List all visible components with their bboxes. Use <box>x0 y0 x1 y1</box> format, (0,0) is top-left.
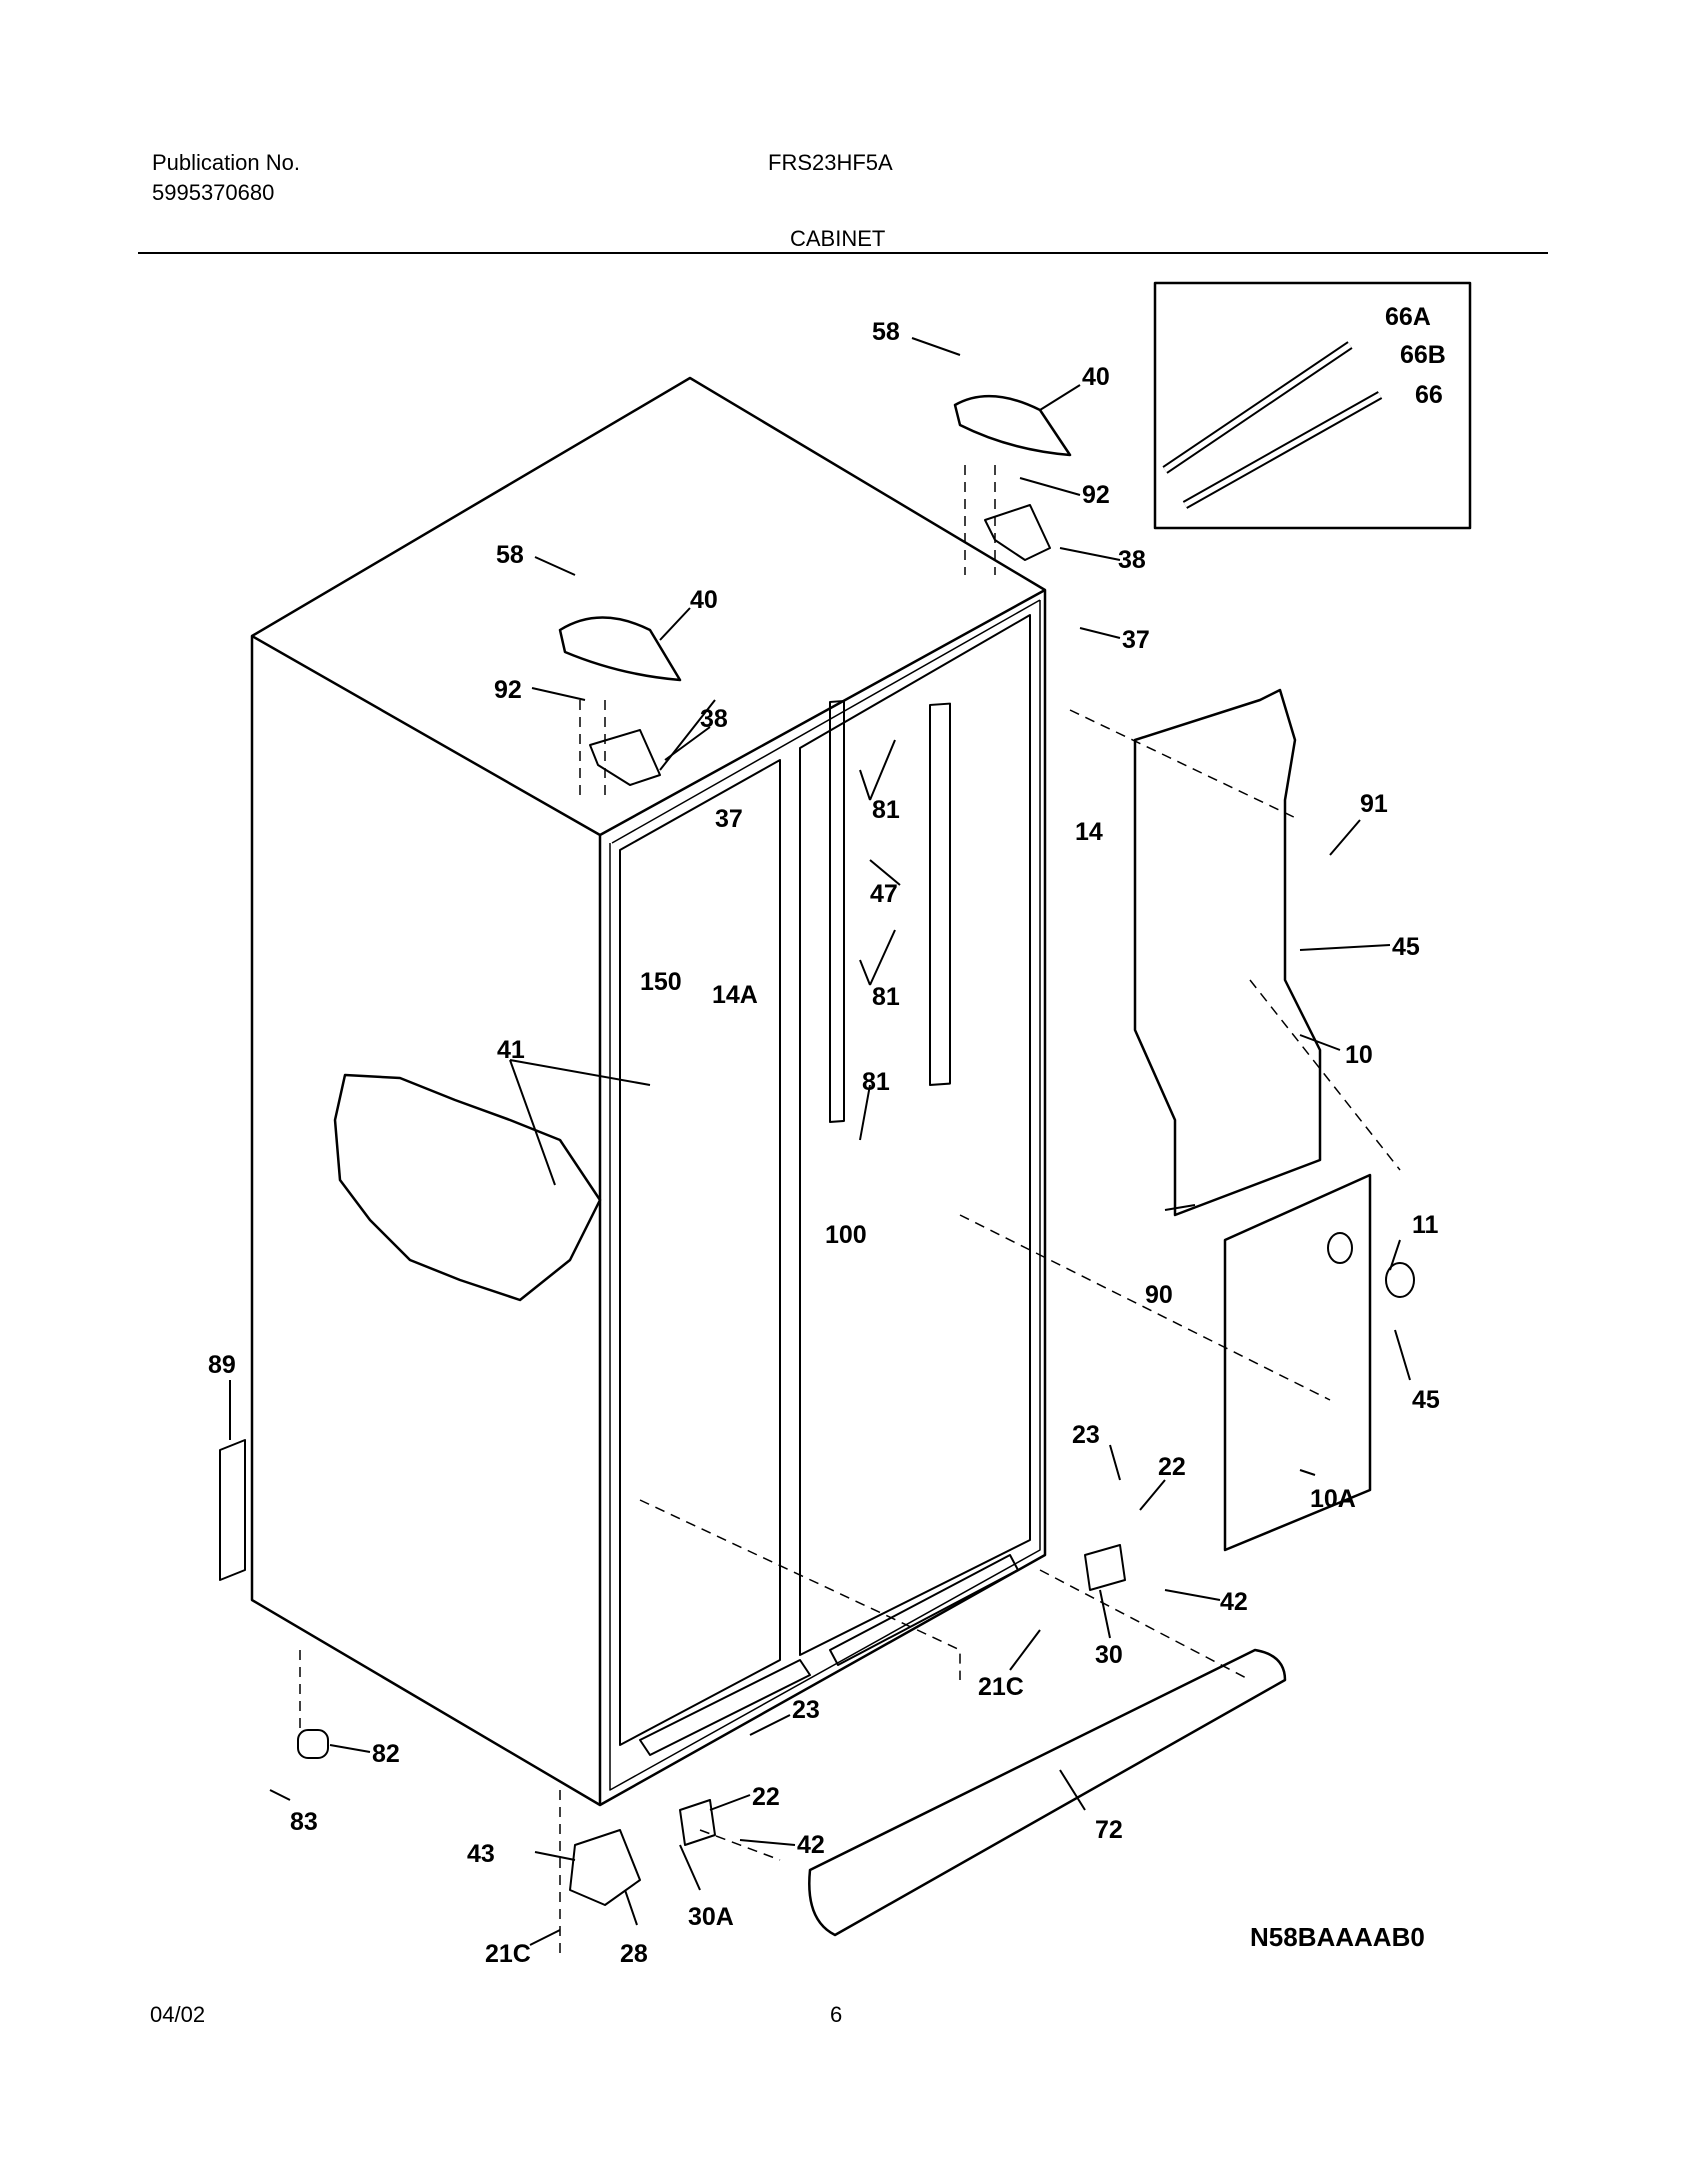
label-21C: 21C <box>485 1940 531 1968</box>
label-14A: 14A <box>712 981 758 1009</box>
footer-date: 04/02 <box>150 2002 206 2027</box>
label-30: 30 <box>1095 1641 1123 1669</box>
header-rule <box>138 252 1548 254</box>
label-81: 81 <box>862 1068 890 1096</box>
door-panel <box>333 1073 602 1302</box>
side-bracket <box>219 1439 246 1581</box>
label-89: 89 <box>208 1351 236 1379</box>
fresh-food-compartment <box>619 759 781 1746</box>
label-81: 81 <box>872 796 900 824</box>
label-92: 92 <box>1082 481 1110 509</box>
label-40: 40 <box>1082 363 1110 391</box>
label-58: 58 <box>496 541 524 569</box>
label-100: 100 <box>825 1221 867 1249</box>
toe-grille <box>808 1648 1287 1937</box>
hinge-bracket-bottom <box>569 1829 641 1906</box>
publication-number: 5995370680 <box>152 180 275 205</box>
evaporator-cover <box>1223 1173 1372 1552</box>
hinge-right <box>984 504 1051 561</box>
label-41: 41 <box>497 1036 525 1064</box>
label-37: 37 <box>715 805 743 833</box>
inset-box <box>1153 281 1472 530</box>
label-81: 81 <box>872 983 900 1011</box>
label-23: 23 <box>792 1696 820 1724</box>
cabinet-body <box>250 376 1047 1807</box>
label-28: 28 <box>620 1940 648 1968</box>
label-42: 42 <box>1220 1588 1248 1616</box>
freezer-compartment <box>799 614 1031 1656</box>
label-37: 37 <box>1122 626 1150 654</box>
label-66B: 66B <box>1400 341 1446 369</box>
label-43: 43 <box>467 1840 495 1868</box>
page-number: 6 <box>830 2002 843 2027</box>
leveling-leg <box>297 1729 329 1759</box>
label-92: 92 <box>494 676 522 704</box>
label-22: 22 <box>752 1783 780 1811</box>
label-21C: 21C <box>978 1673 1024 1701</box>
grommet <box>1385 1262 1415 1298</box>
label-45: 45 <box>1392 933 1420 961</box>
model-number: FRS23HF5A <box>768 150 893 175</box>
label-14: 14 <box>1075 818 1103 846</box>
label-38: 38 <box>700 705 728 733</box>
label-91: 91 <box>1360 790 1388 818</box>
label-23: 23 <box>1072 1421 1100 1449</box>
label-10: 10 <box>1345 1041 1373 1069</box>
hinge-left <box>589 729 661 786</box>
label-40: 40 <box>690 586 718 614</box>
label-10A: 10A <box>1310 1485 1356 1513</box>
label-22: 22 <box>1158 1453 1186 1481</box>
label-30A: 30A <box>688 1903 734 1931</box>
label-38: 38 <box>1118 546 1146 574</box>
publication-label: Publication No. <box>152 150 300 175</box>
shelf-ladder-right <box>929 702 951 1086</box>
label-58: 58 <box>872 318 900 346</box>
label-72: 72 <box>1095 1816 1123 1844</box>
label-42: 42 <box>797 1831 825 1859</box>
hinge-cover-left <box>558 616 682 682</box>
label-45: 45 <box>1412 1386 1440 1414</box>
label-83: 83 <box>290 1808 318 1836</box>
label-11: 11 <box>1412 1211 1439 1239</box>
duct-cover <box>1133 688 1322 1217</box>
roller-bracket <box>679 1544 1126 1846</box>
label-47: 47 <box>870 880 898 908</box>
section-title: CABINET <box>790 226 886 251</box>
label-66A: 66A <box>1385 303 1431 331</box>
diagram-code: N58BAAAAB0 <box>1250 1922 1425 1952</box>
label-150: 150 <box>640 968 682 996</box>
label-66: 66 <box>1415 381 1443 409</box>
hinge-cover-right <box>953 394 1072 457</box>
label-82: 82 <box>372 1740 400 1768</box>
label-90: 90 <box>1145 1281 1173 1309</box>
shelf-ladder-left <box>829 699 845 1123</box>
